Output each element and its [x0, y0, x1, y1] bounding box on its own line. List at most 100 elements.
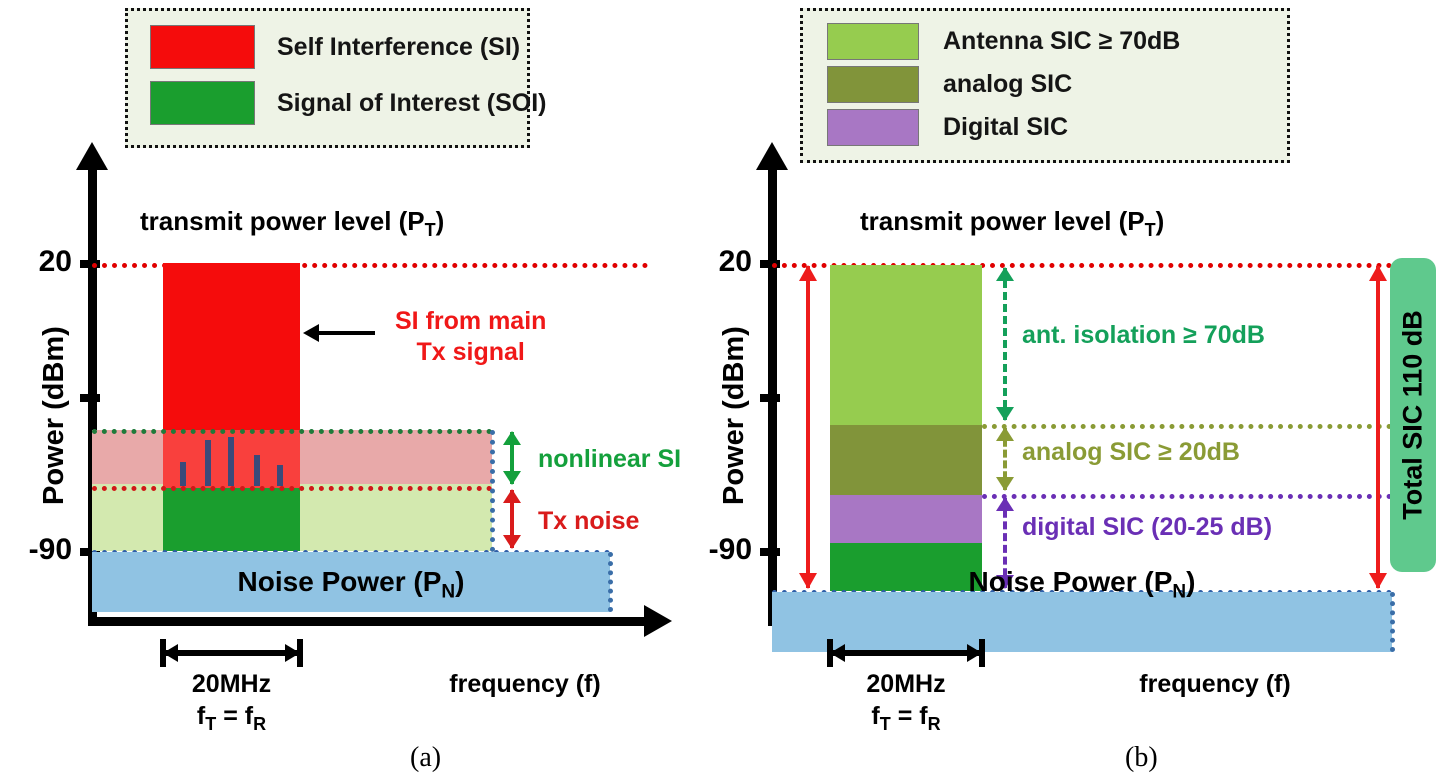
si-main-arrow-shaft-a [313, 331, 375, 335]
digital-sic-segment-b [830, 495, 982, 543]
soi-bar-a [163, 488, 300, 551]
bandwidth-label-a: 20MHz [191, 670, 272, 698]
transmit-power-text-a: transmit power level (P [140, 206, 425, 236]
pt-level-line-a [92, 263, 648, 268]
si-main-line1-a: SI from main [395, 307, 547, 335]
noise-power-end-b: ) [1186, 566, 1196, 597]
noise-power-end-a: ) [455, 566, 465, 597]
nonlinear-bottom-dots-a [92, 486, 492, 491]
freq-eq-mid-b: = f [890, 702, 928, 730]
y-tick-label-90-a: -90 [28, 533, 72, 566]
freq-eq-mid-a: = f [216, 702, 254, 730]
digital-level-dots-b [982, 494, 1392, 499]
caption-a: (a) [410, 742, 442, 773]
y-tick-20-b [760, 260, 780, 268]
analog-level-dots-b [982, 424, 1392, 429]
x-axis-arrow-a [644, 605, 672, 637]
legend-item-si: Self Interference (SI) [150, 25, 527, 69]
soi-segment-b [830, 543, 982, 591]
bandwidth-label-b: 20MHz [866, 670, 946, 698]
pt-level-line-b [772, 263, 1392, 268]
spike-1 [180, 462, 186, 486]
noise-power-sub-a: N [441, 581, 456, 603]
x-axis-line-a [88, 617, 648, 626]
bandwidth-cap-right-a [297, 639, 303, 667]
y-tick-label-90-b: -90 [708, 533, 752, 566]
analog-sic-segment-b [830, 425, 982, 495]
spike-3 [228, 437, 234, 486]
legend-swatch-digital-sic [827, 109, 919, 146]
y-axis-arrow-b [756, 142, 788, 170]
freq-eq-label-a: fT = fR [160, 702, 303, 735]
legend-swatch-soi [150, 81, 255, 125]
si-main-bar-a [163, 263, 300, 430]
tx-noise-label-a: Tx noise [538, 507, 640, 535]
ant-isolation-label-b: ant. isolation ≥ 70dB [1022, 321, 1265, 349]
digital-sic-label-b: digital SIC (20-25 dB) [1022, 513, 1273, 541]
transmit-power-sub-a: T [424, 220, 436, 241]
spike-5 [277, 465, 283, 486]
legend-swatch-antenna-sic [827, 23, 919, 60]
transmit-power-text-b: transmit power level (P [860, 206, 1145, 236]
bandwidth-head-left-b [830, 644, 845, 662]
freq-eq-sub2-a: R [253, 714, 267, 734]
spike-2 [205, 440, 211, 486]
si-main-arrow-head-a [303, 324, 319, 342]
y-tick-90-a [80, 548, 100, 556]
noise-right-edge-dots-b [1390, 592, 1395, 652]
legend-item-antenna-sic: Antenna SIC ≥ 70dB [827, 23, 1287, 60]
y-tick-label-20-b: 20 [718, 245, 752, 278]
legend-item-soi: Signal of Interest (SOI) [150, 81, 546, 125]
si-main-annotation-a: SI from main Tx signal [395, 306, 546, 369]
freq-eq-label-b: fT = fR [832, 702, 980, 735]
legend-swatch-analog-sic [827, 66, 919, 103]
analog-sic-label-b: analog SIC ≥ 20dB [1022, 438, 1240, 466]
y-tick-mid-a [80, 394, 100, 402]
band-right-edge-dots-a [490, 430, 495, 552]
transmit-power-end-a: ) [435, 206, 445, 236]
freq-eq-f1-a: f [196, 702, 206, 730]
si-main-line2-a: Tx signal [416, 338, 525, 367]
legend-item-digital-sic: Digital SIC [827, 109, 1287, 146]
noise-right-edge-dots-a [608, 552, 613, 612]
y-tick-label-20-a: 20 [38, 245, 72, 278]
y-tick-mid-b [760, 394, 780, 402]
panel-a: Self Interference (SI) Signal of Interes… [28, 8, 681, 773]
bandwidth-head-right-b [967, 644, 982, 662]
bandwidth-measure-line-a [163, 650, 300, 656]
legend-label-si: Self Interference (SI) [277, 32, 521, 61]
noise-power-sub-b: N [1172, 581, 1187, 603]
bandwidth-measure-line-b [830, 650, 982, 656]
legend-label-antenna-sic: Antenna SIC ≥ 70dB [943, 27, 1181, 55]
y-axis-arrow-a [76, 142, 108, 170]
bandwidth-head-left-a [163, 644, 178, 662]
legend-item-analog-sic: analog SIC [827, 66, 1287, 103]
y-axis-title-b: Power (dBm) [718, 326, 750, 505]
transmit-power-label-b: transmit power level (PT) [860, 206, 1164, 241]
noise-power-label-a: Noise Power (PN) [92, 566, 610, 604]
total-sic-label: Total SIC 110 dB [1397, 310, 1428, 520]
freq-eq-sub2-b: R [927, 714, 941, 734]
legend-panel-a: Self Interference (SI) Signal of Interes… [125, 8, 546, 148]
noise-power-text-a: Noise Power (P [237, 566, 442, 597]
noise-power-label-b: Noise Power (PN) [772, 566, 1392, 604]
y-tick-90-b [760, 548, 780, 556]
caption-b: (b) [1125, 742, 1158, 773]
legend-label-analog-sic: analog SIC [943, 70, 1073, 98]
transmit-power-label-a: transmit power level (PT) [140, 206, 444, 241]
bandwidth-cap-right-b [979, 639, 985, 667]
freq-eq-f1-b: f [871, 702, 880, 730]
legend-label-digital-sic: Digital SIC [943, 113, 1069, 141]
freq-eq-sub1-b: T [879, 714, 891, 734]
y-tick-20-a [80, 260, 100, 268]
legend-label-soi: Signal of Interest (SOI) [277, 88, 547, 117]
nonlinear-top-dots-a [92, 429, 492, 434]
x-axis-title-a: frequency (f) [449, 670, 601, 698]
spike-4 [254, 455, 260, 486]
bandwidth-head-right-a [285, 644, 300, 662]
legend-panel-b: Antenna SIC ≥ 70dB analog SIC Digital SI… [800, 8, 1290, 163]
noise-power-band-a [92, 552, 610, 612]
transmit-power-sub-b: T [1144, 220, 1156, 241]
x-axis-title-b: frequency (f) [1139, 670, 1291, 698]
transmit-power-end-b: ) [1155, 206, 1165, 236]
